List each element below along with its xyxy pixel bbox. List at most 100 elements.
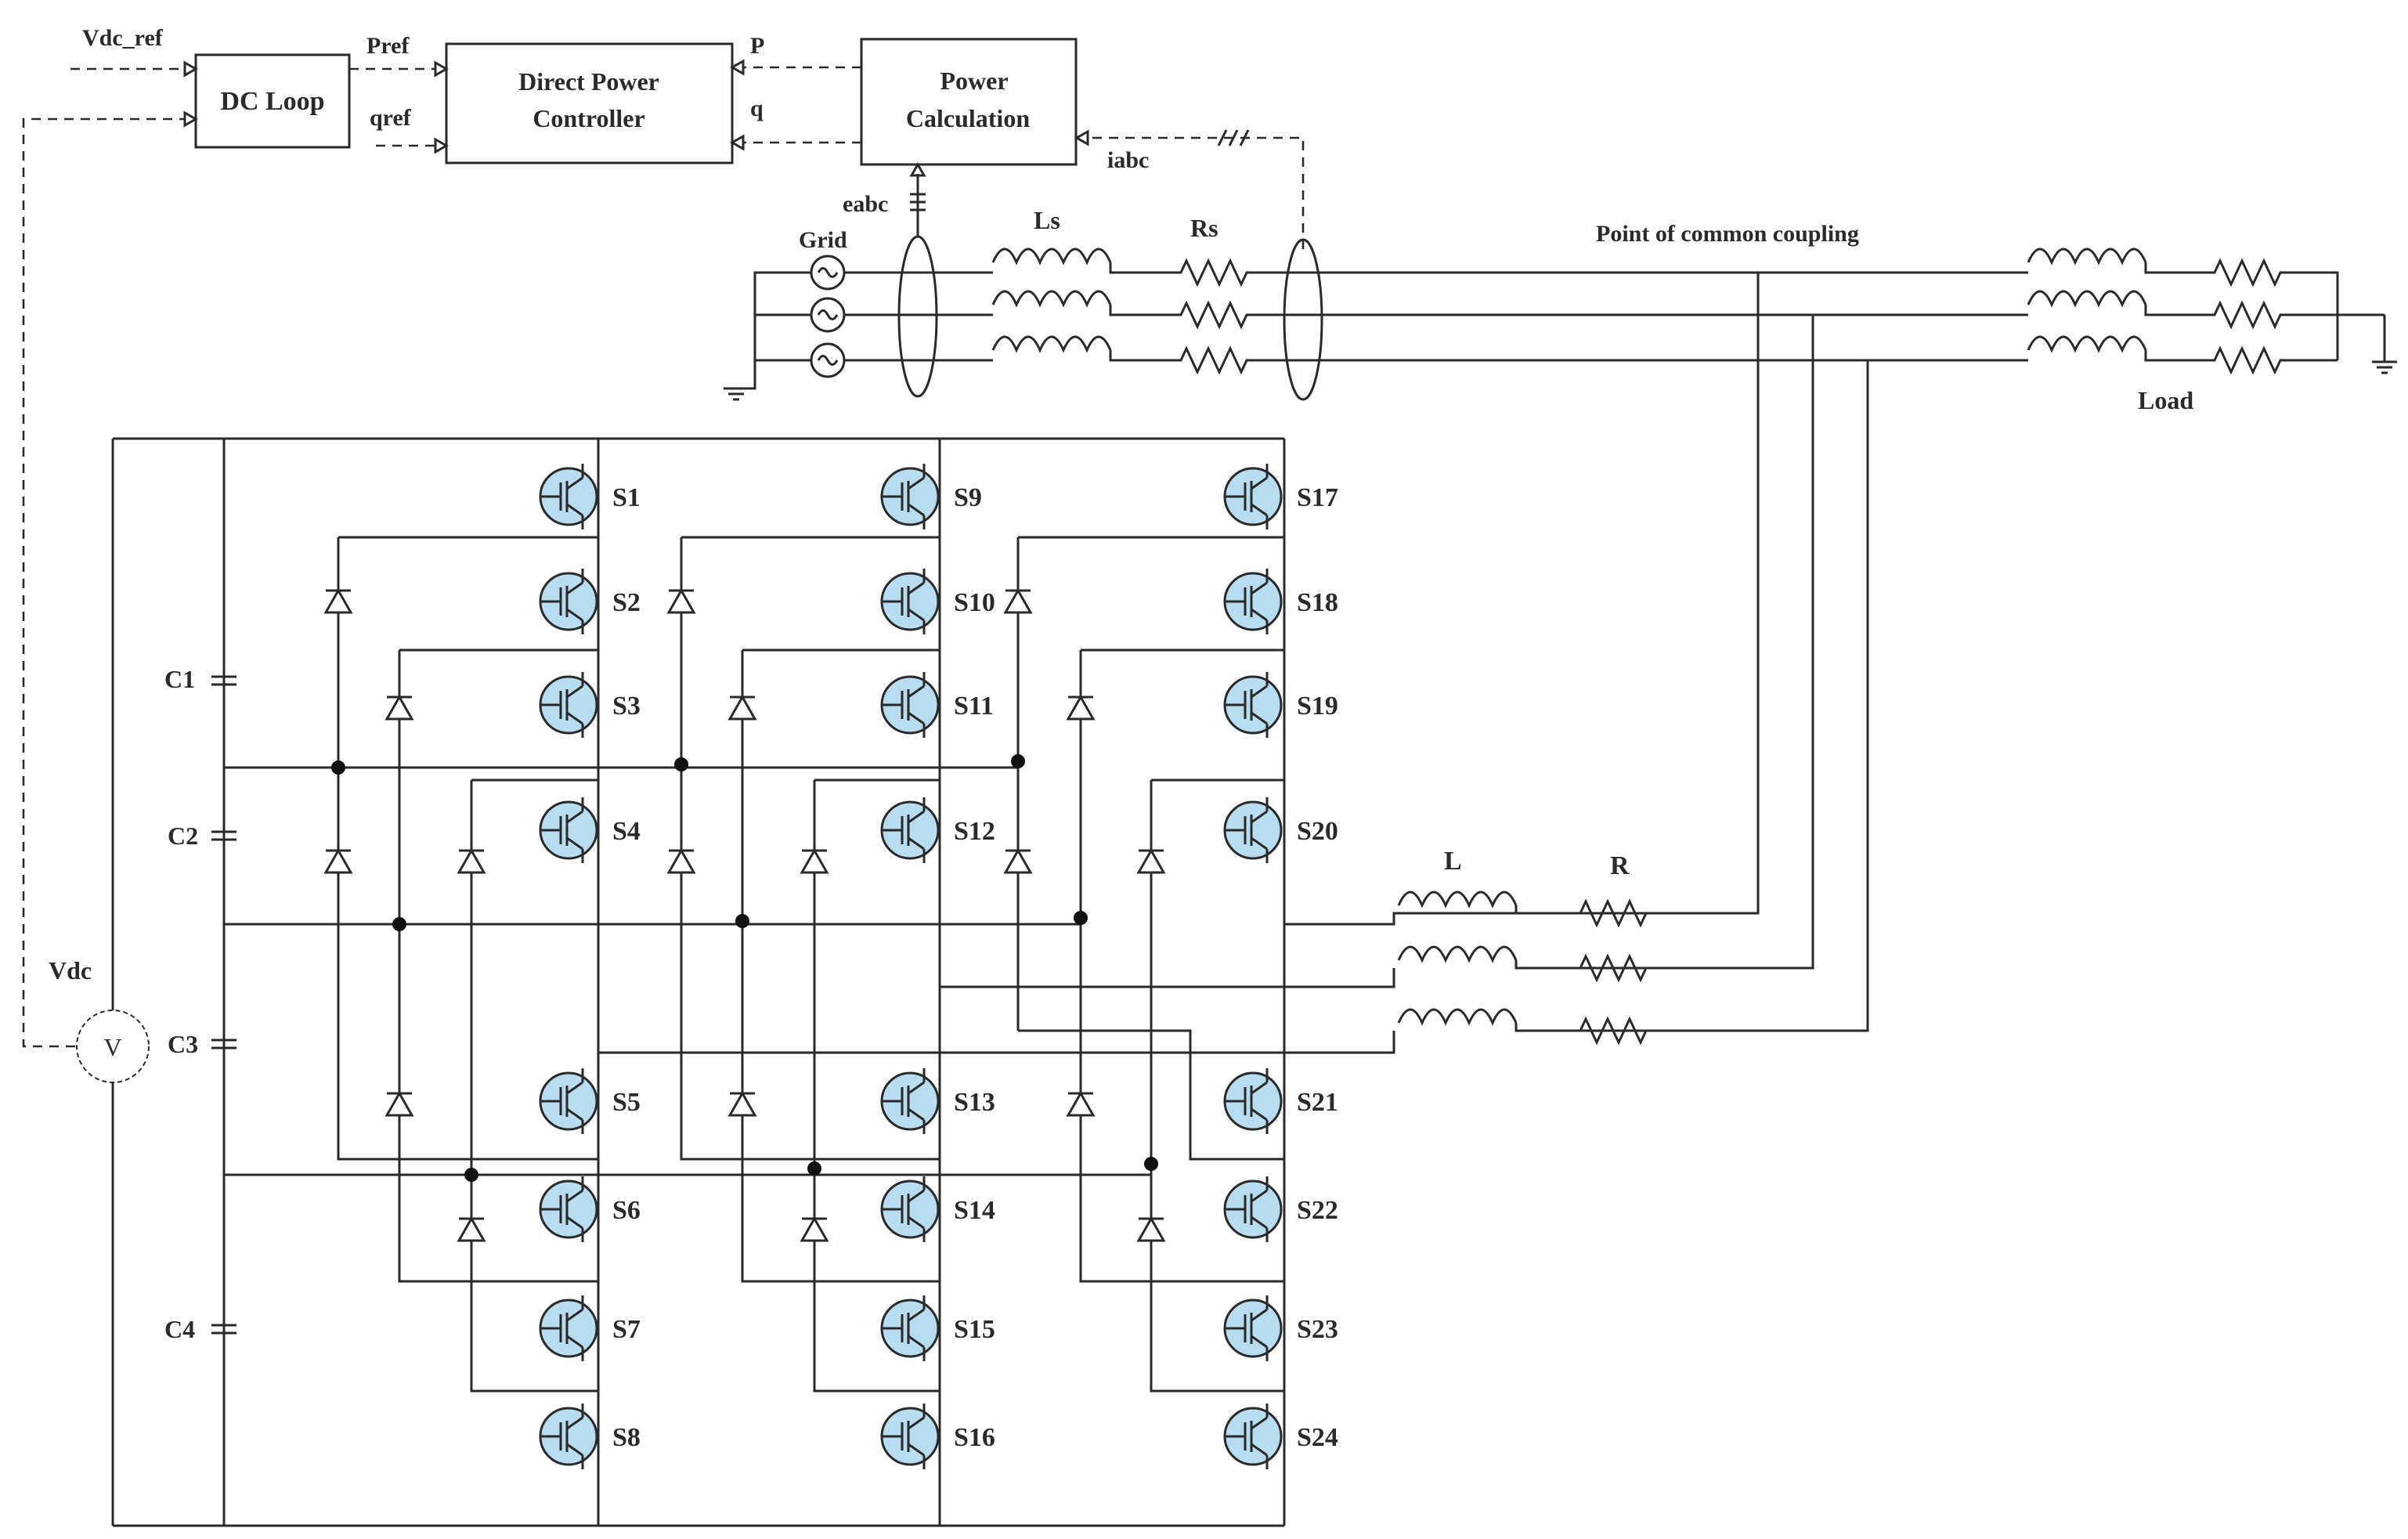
igbt-switch-icon	[1223, 462, 1283, 531]
junction-node	[392, 917, 406, 931]
clamp-diode-icon	[385, 1092, 413, 1117]
clamp-diode-icon	[728, 695, 756, 721]
switch-label: S13	[954, 1088, 995, 1117]
capacitor-label-c4: C4	[164, 1315, 195, 1343]
igbt-switch-icon	[539, 567, 598, 636]
vdc-label: Vdc	[49, 956, 92, 984]
switch-label: S7	[612, 1315, 641, 1344]
grid-label: Grid	[799, 227, 847, 253]
clamp-diode-icon	[324, 589, 352, 614]
ac-source-icon	[810, 342, 846, 378]
clamp-diode-icon	[728, 1092, 756, 1117]
switch-label: S5	[612, 1088, 641, 1117]
ground-symbol	[722, 387, 750, 401]
dc-loop-block	[194, 53, 351, 149]
load-inductor	[2027, 247, 2147, 264]
ac-source-icon	[810, 255, 846, 291]
pcc-label: Point of common coupling	[1596, 221, 1859, 247]
p-label: P	[750, 33, 764, 59]
switch-label: S4	[612, 817, 641, 846]
junction-node	[1074, 911, 1088, 925]
ls-inductor	[991, 335, 1112, 352]
voltage-sensor-ring	[897, 235, 938, 398]
dpc-label-line1: Direct Power	[518, 67, 659, 96]
switch-label: S2	[612, 588, 641, 617]
converter-section: V Vdc C1 C2 C3 C4	[49, 437, 1654, 1527]
igbt-switch-icon	[1223, 1402, 1283, 1471]
clamp-diode-icon	[800, 849, 829, 874]
switch-label: S6	[612, 1196, 641, 1225]
filter-l-label: L	[1444, 847, 1462, 876]
igbt-switch-icon	[880, 1402, 940, 1471]
igbt-switch-icon	[539, 1175, 598, 1244]
switch-label: S18	[1297, 588, 1338, 617]
switch-label: S12	[954, 817, 995, 846]
igbt-switch-icon	[1223, 567, 1283, 636]
junction-node	[464, 1168, 478, 1182]
igbt-switch-icon	[880, 796, 940, 865]
eabc-label: eabc	[843, 191, 888, 217]
voltmeter-icon	[76, 1010, 150, 1083]
load-resistor	[2207, 302, 2288, 328]
clamp-diode-icon	[1067, 1092, 1095, 1117]
pc-label-line2: Calculation	[906, 104, 1030, 132]
switch-label: S8	[612, 1423, 641, 1452]
voltmeter-label: V	[103, 1033, 121, 1061]
igbt-switch-icon	[539, 1402, 598, 1471]
direct-power-controller-block	[445, 42, 734, 164]
rs-label: Rs	[1190, 214, 1218, 242]
filter-inductor	[1397, 1008, 1518, 1024]
load-resistor	[2207, 347, 2288, 374]
iabc-signal	[1088, 136, 1305, 249]
clamp-diode-icon	[385, 695, 413, 721]
clamp-diode-icon	[1137, 849, 1165, 874]
igbt-switch-icon	[1223, 796, 1283, 865]
power-calculation-block	[860, 38, 1078, 166]
current-sensor-ring	[1283, 238, 1323, 401]
control-section: DC Loop Direct Power Controller Power Ca…	[22, 25, 1305, 1048]
igbt-switch-icon	[880, 567, 940, 636]
switch-label: S20	[1297, 817, 1338, 846]
switch-label: S21	[1297, 1088, 1338, 1117]
junction-node	[331, 760, 345, 775]
capacitor-label-c1: C1	[164, 665, 195, 693]
junction-node	[1011, 754, 1025, 768]
capacitor-label-c3: C3	[168, 1030, 198, 1058]
igbt-switch-icon	[539, 1067, 598, 1136]
filter-r-label: R	[1610, 851, 1630, 880]
load-resistor	[2207, 259, 2288, 286]
ground-symbol	[2370, 360, 2399, 374]
ls-inductor	[991, 247, 1112, 264]
switch-label: S10	[954, 588, 995, 617]
igbt-switch-icon	[1223, 1067, 1283, 1136]
grid-section: Grid Ls Rs Point of common coupling Load	[722, 206, 2399, 1032]
load-label: Load	[2138, 386, 2193, 414]
switch-label: S17	[1297, 483, 1338, 512]
load-inductor	[2027, 335, 2147, 352]
junction-node	[807, 1161, 821, 1176]
clamp-diode-icon	[457, 849, 486, 874]
filter-inductor	[1397, 945, 1518, 962]
switch-label: S14	[954, 1196, 995, 1225]
switch-label: S11	[954, 692, 994, 721]
clamp-diode-icon	[800, 1217, 829, 1242]
switch-label: S19	[1297, 692, 1338, 721]
capacitor-label-c2: C2	[168, 822, 198, 850]
switch-label: S22	[1297, 1196, 1338, 1225]
rs-resistor	[1173, 302, 1255, 328]
filter-inductor	[1397, 891, 1518, 907]
ls-label: Ls	[1034, 206, 1060, 234]
vdc-ref-label: Vdc_ref	[82, 25, 164, 51]
igbt-switch-icon	[880, 670, 940, 739]
junction-node	[1144, 1157, 1158, 1171]
igbt-switch-icon	[1223, 670, 1283, 739]
clamp-diode-icon	[1004, 589, 1032, 614]
iabc-label: iabc	[1107, 147, 1149, 173]
switch-label: S9	[954, 483, 982, 512]
igbt-switch-icon	[539, 796, 598, 865]
dc-loop-label: DC Loop	[220, 87, 324, 116]
igbt-switch-icon	[539, 670, 598, 739]
load-inductor	[2027, 290, 2147, 306]
clamp-diode-icon	[457, 1217, 486, 1242]
